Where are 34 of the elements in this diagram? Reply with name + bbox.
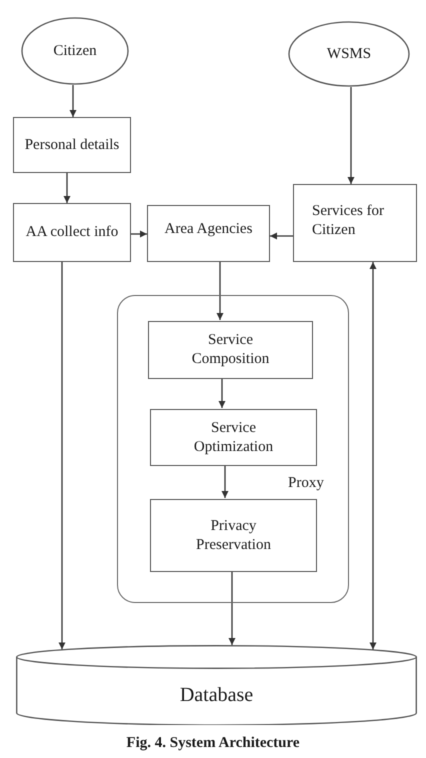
process-box — [150, 409, 317, 466]
entity-ellipse — [288, 21, 410, 87]
process-box — [293, 184, 417, 262]
entity-ellipse — [21, 17, 129, 85]
node-label: Database — [180, 682, 254, 708]
node-label: Area Agencies — [164, 220, 252, 239]
process-box — [148, 321, 313, 379]
rounded-container — [117, 295, 349, 603]
double-arrow — [370, 262, 376, 650]
process-box — [13, 203, 131, 262]
node-label: Service Optimization — [192, 418, 274, 456]
arrow — [70, 84, 76, 117]
database-cylinder — [16, 645, 417, 725]
arrow — [218, 378, 226, 408]
node-label: Service Composition — [190, 331, 270, 369]
node-label: Personal details — [24, 136, 120, 154]
arrow — [64, 173, 70, 203]
process-box — [150, 499, 317, 572]
node-label: WSMS — [326, 44, 372, 64]
arrow — [216, 262, 224, 320]
node-label: Citizen — [53, 42, 97, 60]
arrow — [228, 571, 236, 646]
arrow — [58, 262, 66, 650]
node-label: AA collect info — [26, 223, 118, 242]
arrow — [270, 232, 293, 240]
arrow — [348, 86, 354, 184]
process-box — [147, 205, 270, 262]
node-label: Services for Citizen — [312, 202, 386, 240]
figure-caption: Fig. 4. System Architecture — [126, 735, 300, 752]
process-box — [13, 117, 131, 173]
arrow — [131, 230, 147, 238]
arrow — [222, 465, 228, 498]
node-label: Privacy Preservation — [195, 516, 272, 554]
container-label: Proxy — [288, 474, 324, 493]
